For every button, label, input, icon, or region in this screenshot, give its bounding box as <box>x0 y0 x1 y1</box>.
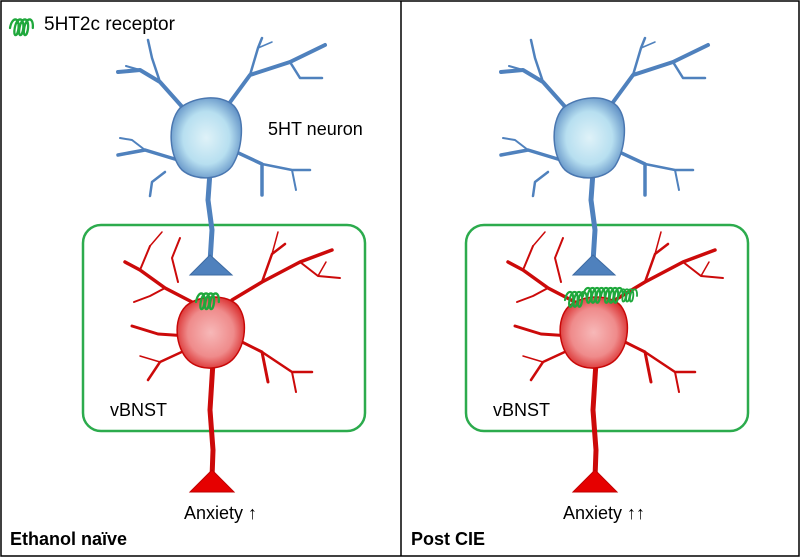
receptor-coil-icon <box>8 18 35 37</box>
vbnst-region-box <box>464 223 750 433</box>
serotonin-neuron <box>118 38 325 275</box>
outcome-label: Anxiety ↑↑ <box>563 503 645 523</box>
panel-title: Ethanol naïve <box>10 529 127 549</box>
region-label: vBNST <box>493 400 550 420</box>
region-label: vBNST <box>110 400 167 420</box>
outcome-label: Anxiety ↑ <box>184 503 257 523</box>
legend-label: 5HT2c receptor <box>44 14 176 35</box>
panel-ethanol-naive: 5HT neuron vBNST Anxiety ↑ Ethanol naïve <box>10 38 367 549</box>
legend: 5HT2c receptor <box>8 14 176 37</box>
panel-title: Post CIE <box>411 529 485 549</box>
serotonin-neuron <box>501 38 708 275</box>
panel-post-cie: vBNST Anxiety ↑↑ Post CIE <box>411 38 750 549</box>
bnst-neuron <box>125 232 340 492</box>
neuron-label: 5HT neuron <box>268 119 363 139</box>
vbnst-region-box <box>81 223 367 433</box>
bnst-neuron <box>508 232 723 492</box>
